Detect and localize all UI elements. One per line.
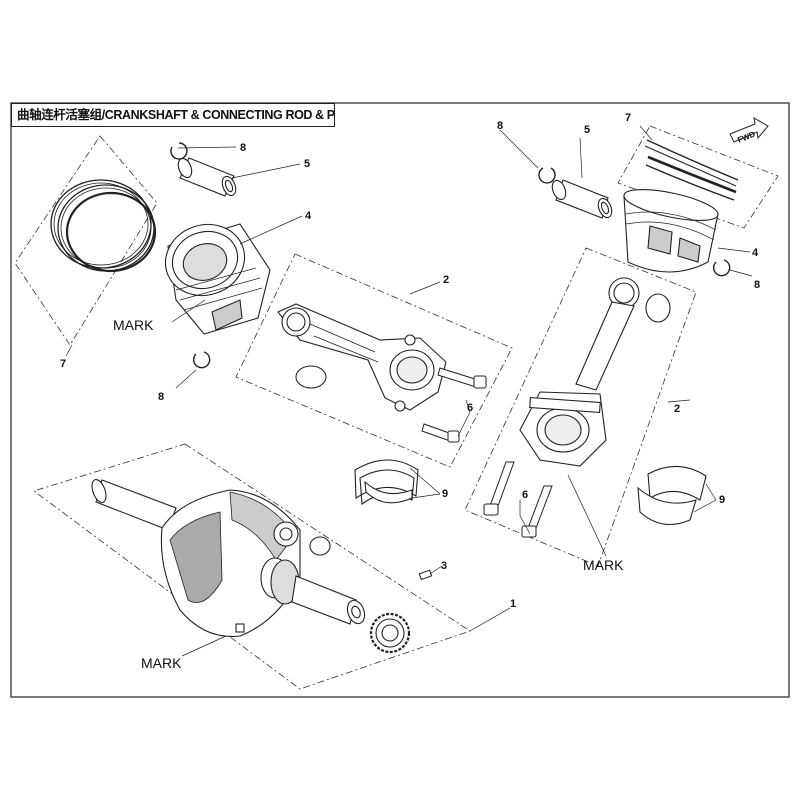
ring-group-outline-left xyxy=(14,135,158,346)
circlip-right-top xyxy=(538,167,556,184)
callout-8-right-bottom: 8 xyxy=(754,279,760,291)
crank-roller xyxy=(309,536,331,556)
callout-7-right: 7 xyxy=(625,112,631,124)
callout-8-left-bottom: 8 xyxy=(158,391,164,403)
mark-label-rod: MARK xyxy=(583,557,624,573)
callout-numbers: 8 5 4 7 2 6 8 9 8 5 7 4 8 2 6 9 3 1 xyxy=(60,112,760,610)
callout-7-left: 7 xyxy=(60,358,66,370)
piston-pin-left xyxy=(177,157,237,197)
piston-rings-right xyxy=(644,139,739,201)
page-title: 曲轴连杆活塞组/CRANKSHAFT & CONNECTING ROD & PI… xyxy=(11,103,335,127)
callout-8-right-top: 8 xyxy=(497,120,503,132)
callout-4-left: 4 xyxy=(305,210,312,222)
callout-6-left: 6 xyxy=(467,402,473,414)
timing-gear xyxy=(369,612,411,654)
rod-group-outline-left xyxy=(235,253,513,468)
callout-8-left-top: 8 xyxy=(240,142,246,154)
piston-pin-right xyxy=(551,179,613,219)
callout-2-left: 2 xyxy=(443,274,449,286)
callout-6-right: 6 xyxy=(522,489,528,501)
piston-left xyxy=(164,223,271,335)
callout-9-left: 9 xyxy=(442,488,448,500)
callout-1: 1 xyxy=(510,598,516,610)
rod-group-outline-right xyxy=(464,247,697,567)
diagram-frame xyxy=(10,102,790,698)
bearing-shells-left xyxy=(354,459,419,506)
circlip-left-top xyxy=(170,142,188,160)
callout-5-right: 5 xyxy=(584,124,590,136)
mark-label-crankshaft: MARK xyxy=(141,655,182,671)
woodruff-key xyxy=(418,569,433,581)
bearing-shells-right xyxy=(637,465,707,526)
group-outlines xyxy=(14,125,779,690)
callout-5-left: 5 xyxy=(304,158,310,170)
piston-right xyxy=(623,189,719,273)
callout-2-right: 2 xyxy=(674,403,680,415)
connecting-rod-right xyxy=(519,277,640,467)
circlip-left-bottom xyxy=(192,351,211,369)
fwd-arrow: FWD xyxy=(729,117,769,145)
callout-3: 3 xyxy=(441,560,447,572)
connecting-rod-left xyxy=(277,303,447,412)
rod-bolts-right xyxy=(483,461,553,538)
circlip-right-bottom xyxy=(712,259,731,277)
rod-bushing-right xyxy=(645,293,671,323)
rod-bolts-left xyxy=(421,367,487,443)
callout-4-right: 4 xyxy=(752,247,759,259)
crankshaft xyxy=(91,478,366,638)
leader-lines xyxy=(65,125,753,657)
ring-group-outline-right xyxy=(617,125,779,229)
rod-bushing-left xyxy=(295,365,327,389)
piston-rings-left xyxy=(50,179,157,273)
callout-9-right: 9 xyxy=(719,494,725,506)
mark-label-piston: MARK xyxy=(113,317,154,333)
crank-group-outline xyxy=(33,443,471,690)
